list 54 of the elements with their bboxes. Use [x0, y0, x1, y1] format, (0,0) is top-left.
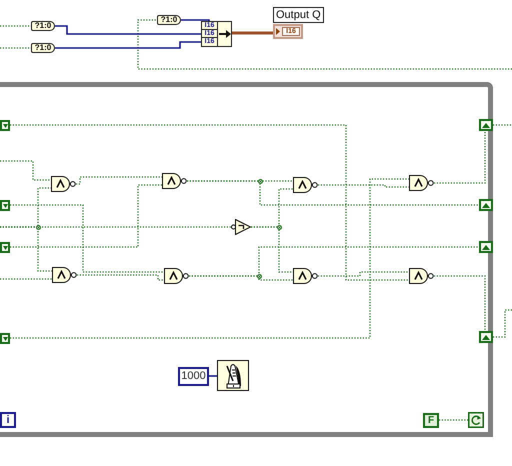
indicator-label: Output Q: [273, 7, 324, 23]
shift-register: [479, 331, 493, 343]
conversion-function: ?1:0: [157, 15, 181, 25]
wire: [493, 124, 512, 126]
wire: [55, 25, 201, 35]
numeric-constant: 1000: [178, 367, 209, 386]
shift-register: [0, 242, 10, 253]
nand-gate: [293, 177, 318, 193]
shift-register: [479, 241, 493, 253]
wire: [318, 271, 409, 277]
wire: [0, 25, 31, 27]
nand-gate: [164, 268, 189, 284]
conversion-function: ?1:0: [31, 43, 55, 53]
nand-gate: [409, 175, 434, 191]
build-array-function: [201, 21, 232, 47]
nand-gate: [162, 173, 187, 189]
wire: [439, 419, 468, 421]
shift-register: [0, 120, 10, 131]
wire: [10, 124, 409, 281]
wire: [493, 309, 512, 338]
wire: [0, 278, 52, 280]
wire: [10, 204, 164, 273]
shift-register: [0, 200, 10, 211]
wire: [137, 19, 512, 70]
wire: [434, 275, 486, 331]
wire: [187, 180, 479, 206]
wire: [55, 41, 201, 49]
shift-register: [479, 199, 493, 211]
wire: [318, 184, 409, 188]
wire: [0, 160, 51, 181]
boolean-constant: F: [423, 413, 439, 428]
wire: [77, 274, 164, 281]
wire: [181, 19, 210, 22]
shift-register: [479, 119, 493, 131]
wire: [209, 375, 217, 377]
not-gate: [231, 219, 251, 235]
wire: [251, 226, 293, 273]
metronome-icon: [217, 360, 249, 391]
wire: [0, 226, 231, 228]
wire: [434, 131, 486, 184]
nand-gate: [52, 267, 77, 283]
shift-register: [0, 333, 10, 344]
nand-gate: [409, 268, 434, 284]
wire: [189, 246, 479, 277]
wire: [232, 32, 273, 34]
nand-gate: [293, 268, 318, 284]
wire: [0, 47, 31, 49]
wire: [76, 176, 162, 185]
loop-frame: [0, 82, 493, 437]
nand-gate: [51, 176, 76, 192]
conversion-function: ?1:0: [31, 21, 55, 31]
wire: [10, 178, 409, 339]
wire: [10, 184, 162, 248]
iteration-terminal: i: [0, 412, 16, 428]
